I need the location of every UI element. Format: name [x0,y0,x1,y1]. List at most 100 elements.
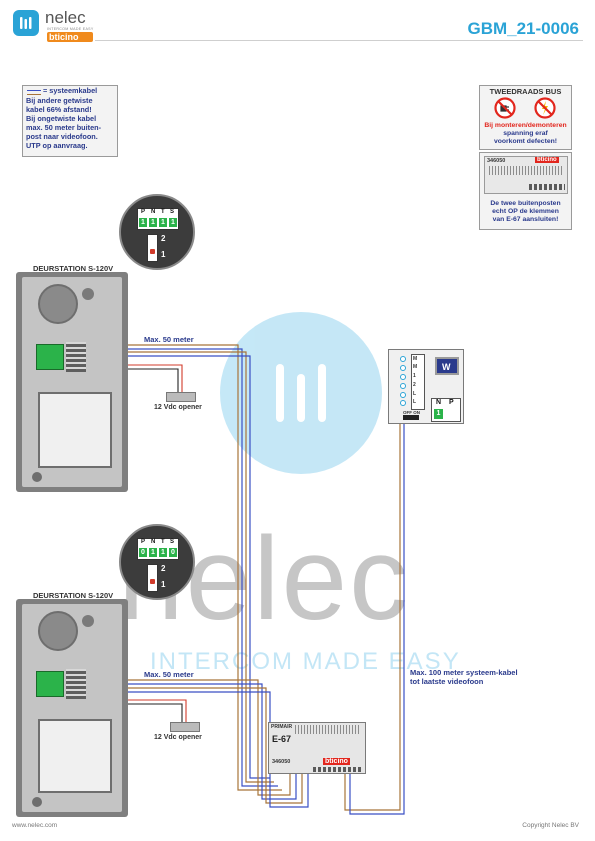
switch-value-n: 1 [149,218,157,227]
terminal-strip [66,669,86,699]
e67-part-no: 346050 [272,759,291,765]
module-note-line-2: echt OP de klemmen [492,208,559,215]
switch-label-n: N [151,209,156,215]
camera-icon [82,615,94,627]
switch-value-s: 1 [169,218,177,227]
config-magnifier-2: P N T S 0 1 1 0 2 1 [119,524,195,600]
module-part-no: 346050 [487,158,506,164]
note-line-1: Bij andere getwiste [26,96,93,105]
warning-line-2: spanning eraf [503,130,548,137]
cable-length-note: Max. 100 meter systeem-kabel tot laatste… [410,668,518,686]
config-magnifier-1: P N T S 1 1 1 1 2 1 [119,194,195,270]
header: nelec INTERCOM MADE EASY bticino GBM_21-… [0,0,595,50]
terminal-screws-icon [399,356,407,406]
switch-value-p: 0 [139,548,147,557]
switch-value-p: 1 [139,218,147,227]
note-line-5: post naar videofoon. [26,132,98,141]
terminal-label-m1: M [413,356,418,362]
station-2-cable-label: Max. 50 meter [144,670,194,679]
nelec-logo-icon [13,10,39,36]
dip-knob-icon [150,249,155,254]
sub-brand-label: bticino [49,32,79,42]
header-divider [95,40,583,41]
e67-vents [295,725,361,734]
door-station-2 [16,599,128,817]
onoff-switch-icon [403,415,419,420]
switch-caption: OFF ON [403,410,420,415]
no-voltage-icon [534,97,556,119]
dip-label-1: 1 [161,580,166,589]
switch-label-s: S [170,209,175,215]
videophone: M M 1 2 L L W OFF ON N P 1 [388,349,464,424]
warning-line-3: voorkomt defecten! [493,138,558,145]
monitor-icon: W [435,357,459,375]
door-opener-2 [170,722,200,732]
dip-switch-2 [147,564,158,592]
terminal-strip [66,342,86,372]
terminal-label-1: 1 [413,373,416,379]
switch-label-p: P [141,209,146,215]
module-note-line-3: van E-67 aansluiten! [492,216,559,223]
legend-label: = systeemkabel [43,86,98,95]
station-1-cable-label: Max. 50 meter [144,335,194,344]
switch-value-t: 1 [159,218,167,227]
note-line-2: kabel 66% afstand! [26,105,92,114]
switch-label-s: S [170,539,175,545]
station-1-button [32,472,42,482]
warning-box: TWEEDRAADS BUS Bij monteren/demonteren s… [479,85,572,150]
station-2-window [38,719,112,793]
terminal-label-2: 2 [413,382,416,388]
switch-label-n: N [151,539,156,545]
door-opener-1 [166,392,196,402]
footer-website: www.nelec.com [12,822,58,829]
cable-station-1 [86,344,282,791]
camera-icon [82,288,94,300]
door-station-1 [16,272,128,492]
config-value: 1 [434,409,443,419]
brand-tagline: INTERCOM MADE EASY [47,27,94,31]
terminal-label-l2: L [413,399,417,405]
module-note-line-1: De twee buitenposten [490,200,561,207]
brand-name: nelec [45,8,86,27]
e67-model: E-67 [272,734,292,744]
switch-value-n: 1 [149,548,157,557]
dip-label-2: 2 [161,234,166,243]
module-image: 346050 bticino [484,156,568,194]
switch-label-p: P [141,539,146,545]
dip-label-2: 2 [161,564,166,573]
switch-block-2: P N T S 0 1 1 0 [137,538,179,560]
module-vents [489,166,563,175]
opener-2-label: 12 Vdc opener [154,734,202,741]
switch-value-t: 1 [159,548,167,557]
warning-line-1: Bij monteren/demonteren [484,122,567,129]
terminal-block [36,344,64,370]
bticino-logo: bticino [47,32,93,42]
opener-1-label: 12 Vdc opener [154,404,202,411]
dip-knob-icon [150,579,155,584]
speaker-icon [38,284,78,324]
module-brand: bticino [535,157,559,163]
config-label-n: N [436,399,442,406]
config-label-p: P [449,399,454,406]
station-1-window [38,392,112,468]
svg-text:W: W [442,362,451,372]
dip-label-1: 1 [161,250,166,259]
cable-station-2 [86,679,309,808]
legend-line [27,90,41,95]
no-plug-icon [494,97,516,119]
warning-title: TWEEDRAADS BUS [489,87,562,96]
primary-tag: PRIMAIR [271,724,293,730]
station-1-title: DEURSTATION S-120V [33,264,114,273]
speaker-icon [38,611,78,651]
note-line-3: Bij ongetwiste kabel [26,114,97,123]
note-line-4: max. 50 meter buiten- [26,123,102,132]
switch-label-t: T [161,539,165,545]
terminal-label-l1: L [413,391,417,397]
station-2-button [32,797,42,807]
system-cable-note: = systeemkabel Bij andere getwiste kabel… [22,85,118,157]
terminal-label-m2: M [413,364,418,370]
footer-copyright: Copyright Nelec BV [522,822,579,829]
dip-switch-1 [147,234,158,262]
switch-block-1: P N T S 1 1 1 1 [137,208,179,230]
station-2-title: DEURSTATION S-120V [33,591,114,600]
